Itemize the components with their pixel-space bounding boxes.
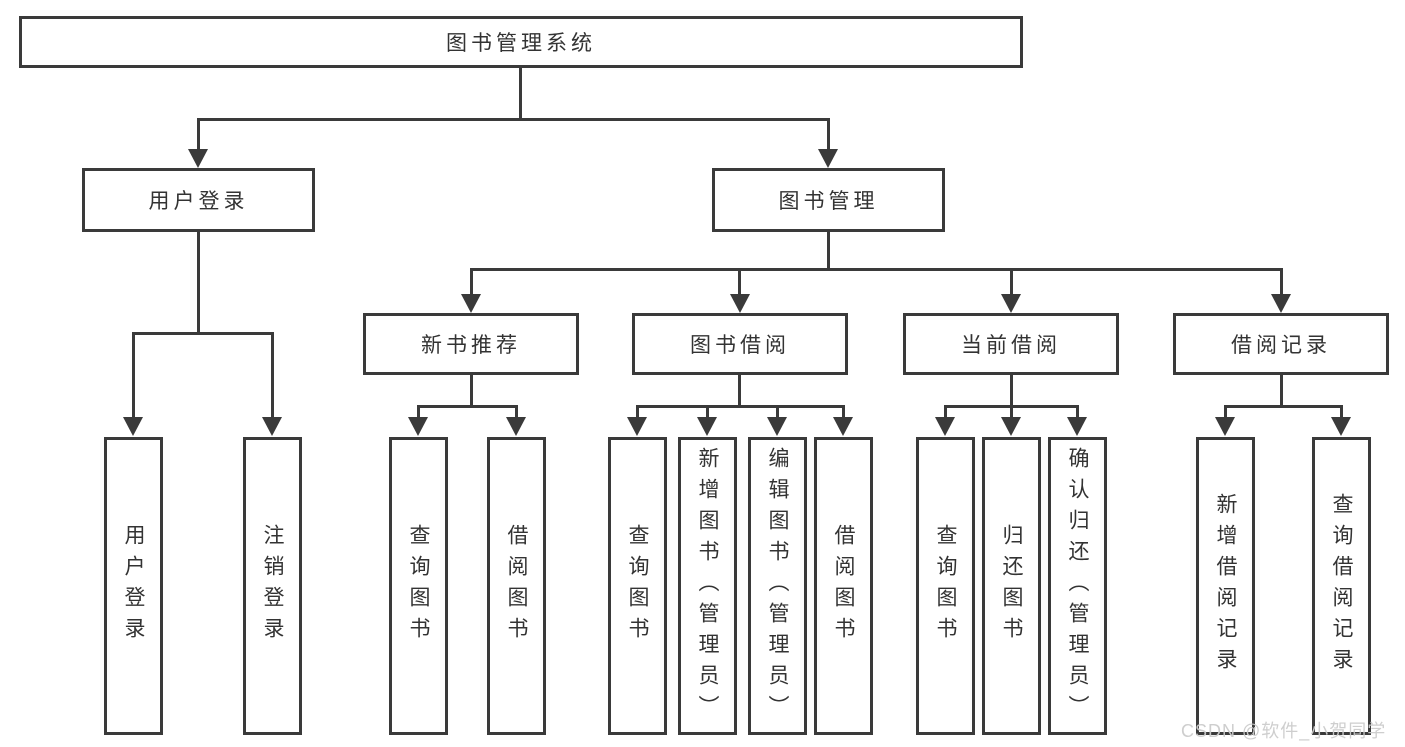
leaf-user-login-label: 用户登录 [122,524,145,648]
leaf-borrowing-query-books: 查询图书 [608,437,667,735]
node-current-borrowing-label: 当前借阅 [961,334,1061,357]
node-borrow-records: 借阅记录 [1173,313,1389,375]
leaf-current-query-books-label: 查询图书 [934,524,957,648]
arrow-down-icon [818,149,838,168]
leaf-recommend-query-books-label: 查询图书 [407,524,430,648]
arrow-down-icon [935,417,955,436]
connector-line [417,405,420,419]
leaf-borrowing-edit-books-admin: 编辑图书（管理员） [748,437,807,735]
leaf-borrowing-query-books-label: 查询图书 [626,524,649,648]
arrow-down-icon [123,417,143,436]
arrow-down-icon [506,417,526,436]
connector-line [271,332,274,418]
node-user-login-label: 用户登录 [148,190,249,213]
arrow-down-icon [627,417,647,436]
connector-line [1010,268,1013,296]
connector-line [470,375,473,407]
connector-line [842,405,845,419]
arrow-down-icon [262,417,282,436]
connector-line [1224,405,1343,408]
leaf-records-add-record: 新增借阅记录 [1196,437,1255,735]
leaf-current-query-books: 查询图书 [916,437,975,735]
arrow-down-icon [1215,417,1235,436]
arrow-down-icon [833,417,853,436]
arrow-down-icon [767,417,787,436]
connector-line [944,405,947,419]
node-new-book-recommend: 新书推荐 [363,313,579,375]
connector-line [827,232,830,270]
arrow-down-icon [697,417,717,436]
connector-line [827,118,830,150]
node-book-management-label: 图书管理 [778,190,879,213]
arrow-down-icon [730,294,750,313]
connector-line [636,405,845,408]
connector-line [132,332,274,335]
arrow-down-icon [1067,417,1087,436]
connector-line [738,375,741,407]
connector-line [470,268,1283,271]
node-borrow-records-label: 借阅记录 [1231,334,1331,357]
node-new-book-recommend-label: 新书推荐 [421,334,521,357]
node-book-management: 图书管理 [712,168,945,232]
connector-line [197,118,830,121]
connector-line [1076,405,1079,419]
connector-line [197,118,200,150]
arrow-down-icon [408,417,428,436]
leaf-logout: 注销登录 [243,437,302,735]
leaf-current-return-books: 归还图书 [982,437,1041,735]
connector-line [470,268,473,296]
leaf-current-return-books-label: 归还图书 [1000,524,1023,648]
connector-line [1010,405,1013,419]
leaf-recommend-borrow-books: 借阅图书 [487,437,546,735]
leaf-recommend-query-books: 查询图书 [389,437,448,735]
node-current-borrowing: 当前借阅 [903,313,1119,375]
arrow-down-icon [461,294,481,313]
connector-line [197,232,200,334]
connector-line [776,405,779,419]
connector-line [1280,268,1283,296]
connector-line [1010,375,1013,407]
node-user-login: 用户登录 [82,168,315,232]
node-root: 图书管理系统 [19,16,1023,68]
leaf-borrowing-add-books-admin: 新增图书（管理员） [678,437,737,735]
arrow-down-icon [1331,417,1351,436]
leaf-logout-label: 注销登录 [261,524,284,648]
connector-line [1224,405,1227,419]
csdn-watermark: CSDN @软件_小贺同学 [1181,721,1387,741]
connector-line [1340,405,1343,419]
connector-line [1280,375,1283,407]
connector-line [417,405,518,408]
leaf-current-confirm-return-admin: 确认归还（管理员） [1048,437,1107,735]
arrow-down-icon [1001,294,1021,313]
leaf-borrowing-add-books-admin-label: 新增图书（管理员） [696,446,719,726]
leaf-borrowing-edit-books-admin-label: 编辑图书（管理员） [766,446,789,726]
leaf-records-query-record: 查询借阅记录 [1312,437,1371,735]
connector-line [132,332,135,418]
leaf-user-login: 用户登录 [104,437,163,735]
leaf-borrowing-borrow-books-label: 借阅图书 [832,524,855,648]
connector-line [706,405,709,419]
leaf-records-query-record-label: 查询借阅记录 [1330,493,1353,679]
leaf-borrowing-borrow-books: 借阅图书 [814,437,873,735]
node-book-borrowing: 图书借阅 [632,313,848,375]
arrow-down-icon [188,149,208,168]
node-book-borrowing-label: 图书借阅 [690,334,790,357]
arrow-down-icon [1271,294,1291,313]
connector-line [519,66,522,120]
leaf-recommend-borrow-books-label: 借阅图书 [505,524,528,648]
connector-line [515,405,518,419]
leaf-records-add-record-label: 新增借阅记录 [1214,493,1237,679]
connector-line [738,268,741,296]
arrow-down-icon [1001,417,1021,436]
leaf-current-confirm-return-admin-label: 确认归还（管理员） [1066,446,1089,726]
connector-line [636,405,639,419]
node-root-label: 图书管理系统 [446,32,596,55]
